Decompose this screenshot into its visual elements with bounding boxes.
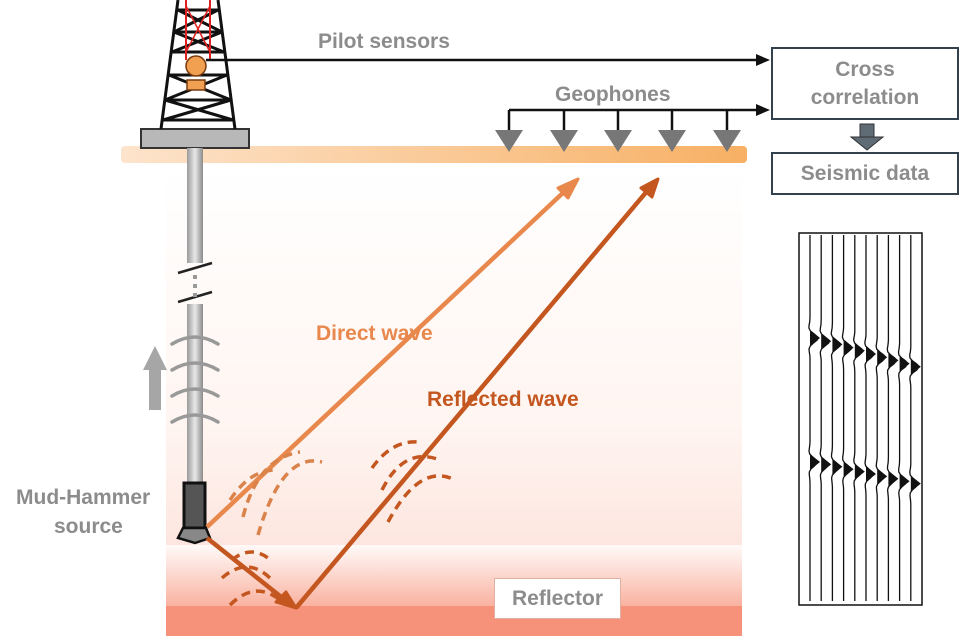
seismic-peak [843,461,854,478]
seismic-peak [910,475,921,492]
seismic-peak [888,470,899,487]
seismic-peak [899,473,910,490]
geophone-icon [713,110,741,152]
mud-hammer-label-line2: source [54,515,123,538]
seismic-traces-icon [798,232,923,606]
seismic-trace [897,235,909,601]
geophone-icon [550,110,578,152]
seismic-peak [888,352,899,369]
pilot-sensor-arrow [206,54,770,66]
seismic-peak [832,336,843,353]
reflected-wave-label: Reflected wave [427,388,579,411]
reflected-down-wavefronts [220,550,282,607]
pilot-sensors-label: Pilot sensors [318,30,450,53]
pipe-wavefronts [170,335,220,424]
seismic-trace [875,235,886,601]
direct-wave-label: Direct wave [316,322,433,345]
seismic-trace [909,235,920,601]
seismic-peak [866,346,876,362]
seismic-peak [821,333,832,350]
seismic-data-box: Seismic data [771,152,959,195]
reflector-layer [166,606,742,636]
cross-correlation-line2: correlation [810,85,920,109]
seismic-peak [832,458,843,475]
mud-hammer-icon [176,481,212,545]
geophones-label: Geophones [555,83,671,106]
direct-wavefronts [228,450,323,536]
seismic-peak [821,456,832,473]
seismic-trace [886,235,898,601]
down-arrow-icon [849,123,885,151]
reflected-up-wavefronts [370,440,456,523]
cross-correlation-box: Cross correlation [771,47,959,120]
seismic-peak [810,454,820,470]
reflector-text: Reflector [511,586,604,610]
seismic-peak [810,330,820,346]
seismic-peak [877,468,888,485]
seismic-peak [854,463,865,480]
seismic-peak [910,358,921,375]
seismic-trace [830,235,841,601]
seismic-peak [843,339,854,356]
geophone-icon [604,110,632,152]
seismic-trace [852,235,864,601]
seismic-peak [854,342,865,359]
drilling-rig-icon [140,0,250,149]
reflector-label: Reflector [494,578,621,619]
mud-hammer-label-line1: Mud-Hammer [16,486,151,509]
surface-layer [121,146,747,163]
seismic-data-label: Seismic data [800,161,930,185]
reflected-wave-arrow [205,177,660,610]
upward-arrow [143,346,167,410]
seismic-trace [808,235,819,601]
seismic-trace [864,235,875,601]
seismic-peak [866,466,876,482]
geophone-icon [658,110,686,152]
seismic-peak [899,355,910,372]
geophone-icon [495,110,523,152]
seismic-trace [819,235,830,601]
cross-correlation-line1: Cross [835,58,895,82]
geophone-array [495,104,770,152]
seismic-trace [841,235,852,601]
drill-string [177,148,213,482]
seismic-peak [877,349,888,366]
